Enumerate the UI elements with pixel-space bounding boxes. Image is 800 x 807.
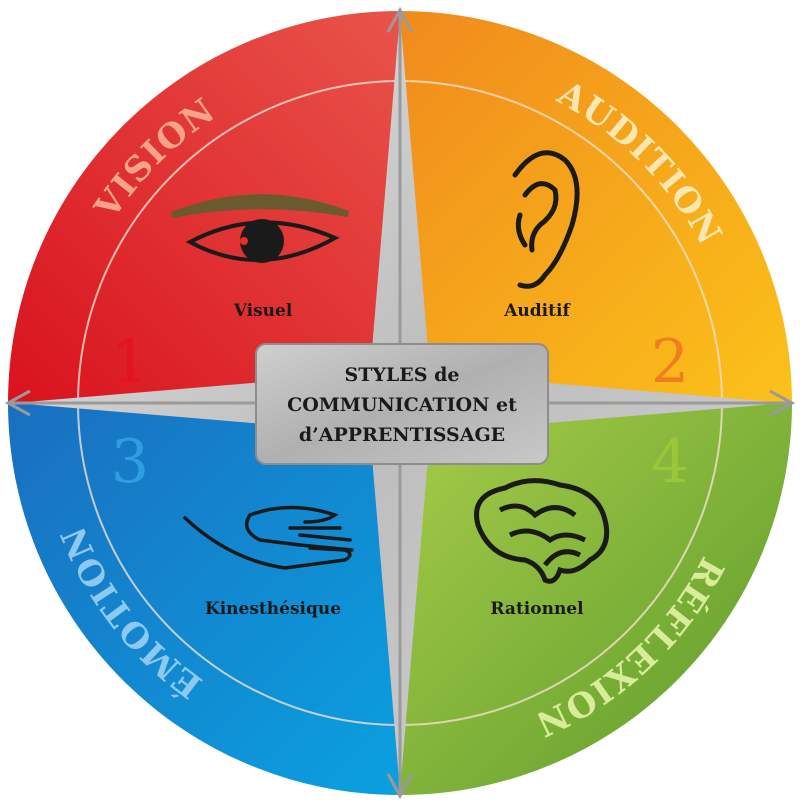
- number-3: 3: [111, 427, 149, 497]
- title-line-1: STYLES de: [345, 364, 460, 386]
- title-line-3: d’APPRENTISSAGE: [299, 424, 505, 446]
- number-4: 4: [651, 427, 689, 497]
- brain-icon: [474, 478, 610, 584]
- label-rationnel: Rationnel: [490, 599, 584, 619]
- ear-icon: [512, 150, 580, 289]
- number-1: 1: [111, 327, 149, 397]
- quadrant-emotion: [8, 403, 400, 795]
- hand-icon: [183, 505, 354, 570]
- quadrant-reflexion: [400, 403, 792, 795]
- title-line-2: COMMUNICATION et: [287, 394, 517, 416]
- eye-icon: [170, 194, 350, 263]
- label-auditif: Auditif: [503, 301, 571, 321]
- label-visuel: Visuel: [233, 301, 293, 321]
- label-kinesthesique: Kinesthésique: [205, 599, 341, 619]
- title-box: STYLES de COMMUNICATION et d’APPRENTISSA…: [255, 343, 549, 465]
- quadrant-audition: [400, 11, 792, 403]
- number-2: 2: [651, 327, 689, 397]
